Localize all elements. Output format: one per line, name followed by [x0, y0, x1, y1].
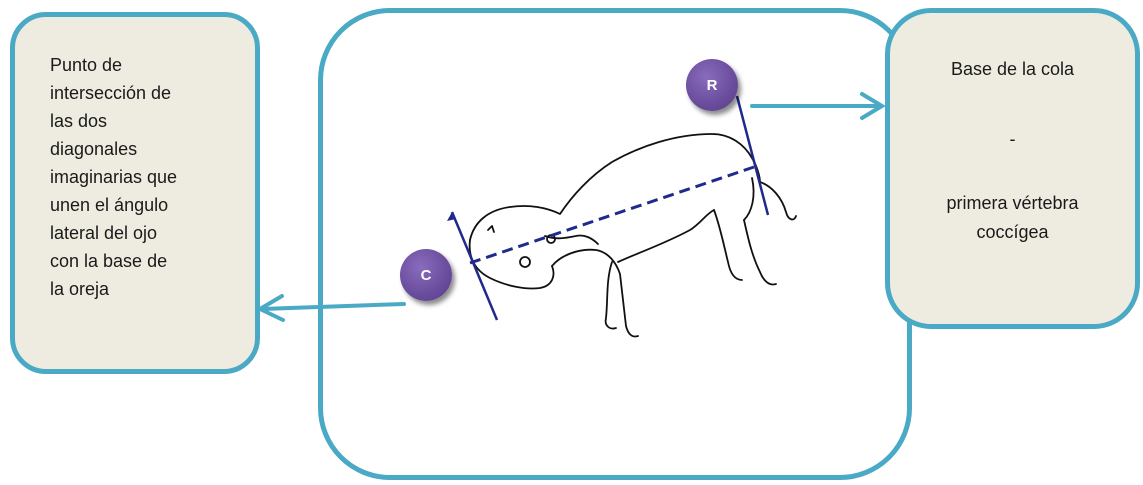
description-line: lateral del ojo [50, 223, 158, 243]
arrow-to-right-box [750, 92, 886, 120]
tail-reference-line [735, 95, 770, 216]
c-point-badge: C [400, 249, 452, 301]
tail-point-title: Base de la cola [950, 59, 1075, 79]
arrow-to-left-box [255, 294, 406, 322]
description-line: con la base de [50, 251, 168, 271]
description-line: Punto de [50, 55, 123, 75]
body-length-line [469, 165, 755, 265]
description-line: intersección de [50, 83, 172, 103]
head-point-description-box: Punto de intersección de las dos diagona… [10, 12, 260, 374]
tail-point-description-box: Base de la cola - primera vértebra coccí… [885, 8, 1140, 329]
tail-point-separator: - [1009, 129, 1016, 149]
r-point-badge: R [686, 59, 738, 111]
description-line: las dos [50, 111, 108, 131]
head-point-description-text: Punto de intersección de las dos diagona… [50, 51, 230, 303]
head-reference-line [450, 211, 499, 321]
lamb-drawing [468, 133, 797, 338]
tail-point-line: coccígea [976, 222, 1049, 242]
description-line: imaginarias que [50, 167, 178, 187]
description-line: unen el ángulo [50, 195, 169, 215]
tail-point-line: primera vértebra [946, 193, 1079, 213]
description-line: diagonales [50, 139, 138, 159]
description-line: la oreja [50, 279, 110, 299]
